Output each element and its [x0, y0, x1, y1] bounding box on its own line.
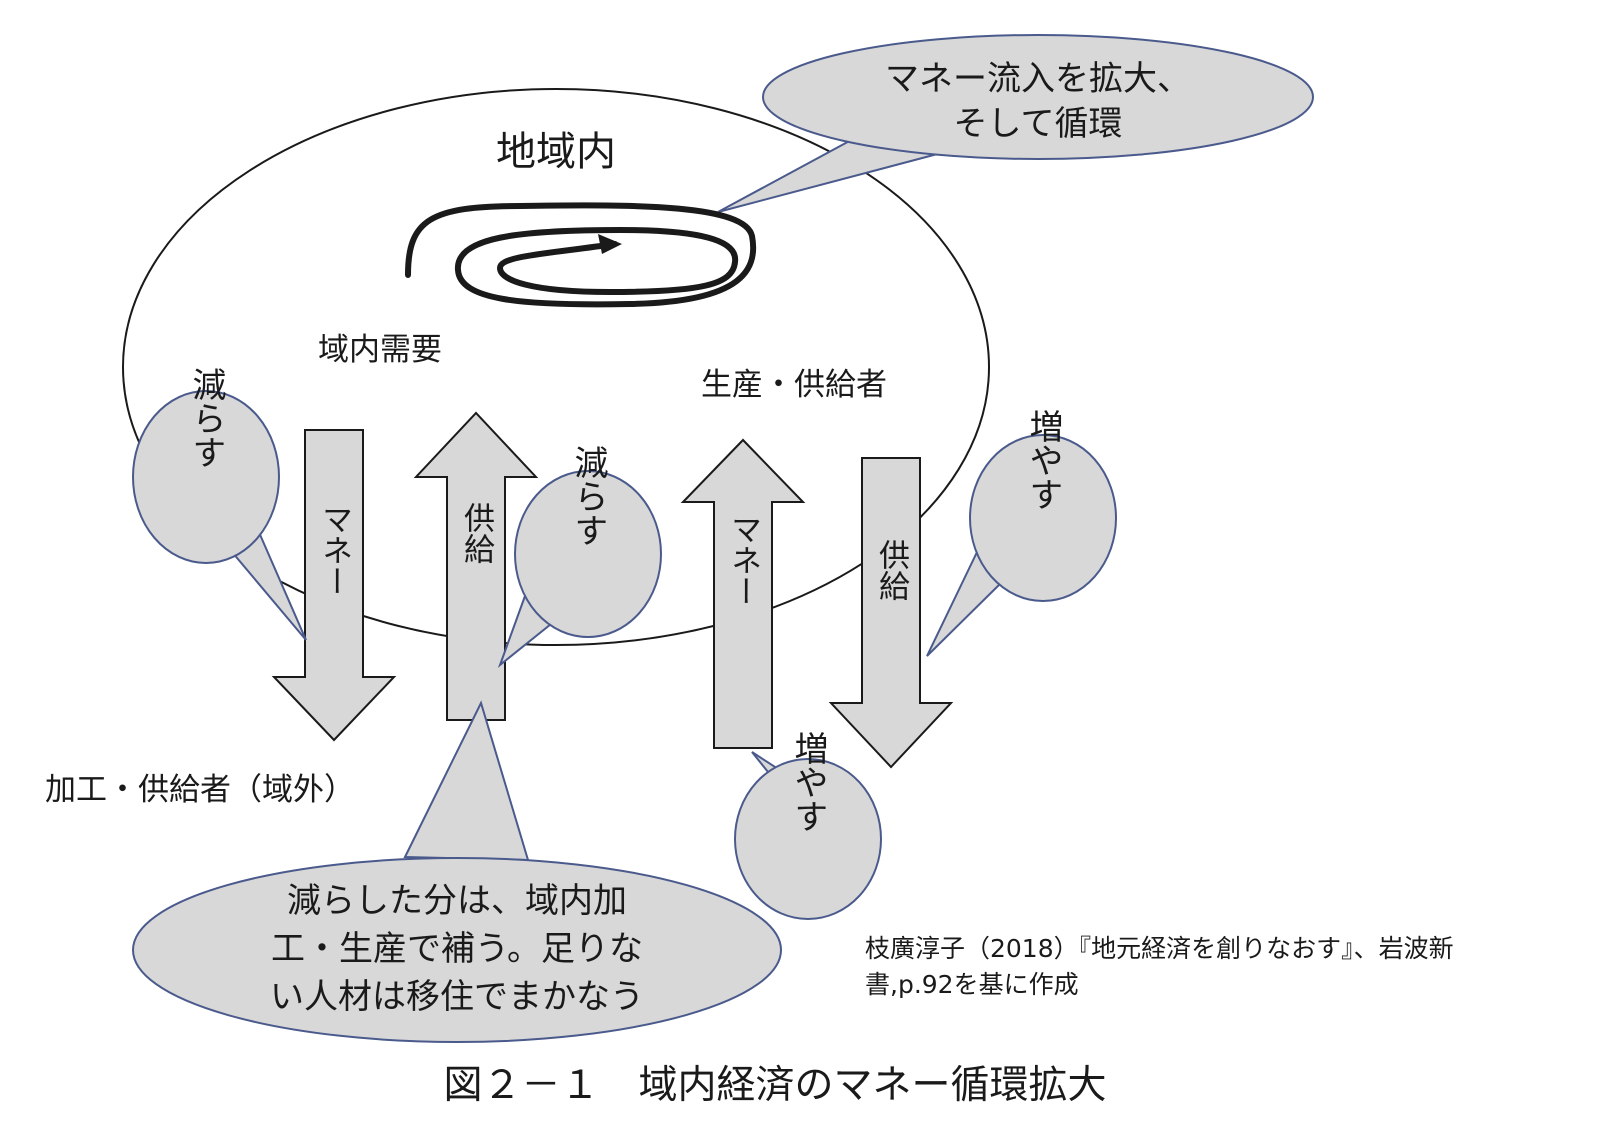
bubble-top: [762, 34, 1314, 160]
arrow-supply-out: [828, 457, 954, 769]
source-note-line-2: 書,p.92を基に作成: [865, 970, 1079, 999]
bubble-bottom-line-1: 減らした分は、域内加: [287, 881, 627, 921]
arrow-supply-in: [413, 411, 539, 721]
figure-caption: 図２－１ 域内経済のマネー循環拡大: [443, 1063, 1106, 1108]
demand-label: 域内需要: [318, 332, 442, 368]
source-note-line-1: 枝廣淳子（2018）『地元経済を創りなおす』、岩波新: [865, 934, 1454, 963]
bubble-bottom-line-3: い人材は移住でまかなう: [270, 977, 644, 1017]
bubble-bottom: [132, 857, 782, 1043]
arrow-supply-in-label: 供給: [458, 502, 495, 564]
bubble-increase-1-text: 増やす: [1023, 409, 1063, 511]
bubble-increase-1: [969, 434, 1117, 602]
region-ellipse: [122, 88, 990, 646]
bubble-bottom-line-2: 工・生産で補う。足りな: [271, 929, 643, 969]
arrow-money-out-label: マネー: [316, 504, 352, 597]
bubble-increase-2: [734, 758, 882, 920]
circulation-arrowhead: [598, 234, 622, 254]
arrow-supply-out-label: 供給: [873, 539, 910, 601]
bubble-reduce-2-text: 減らす: [568, 445, 608, 547]
outside-label: 加工・供給者（域外）: [45, 772, 355, 808]
arrow-money-in: [680, 438, 806, 749]
bubble-reduce-2: [514, 470, 662, 638]
bubble-reduce-1: [132, 390, 280, 564]
bubble-reduce-1-text: 減らす: [186, 367, 226, 469]
bubble-top-line-2: そして循環: [954, 104, 1123, 144]
region-label: 地域内: [496, 129, 616, 175]
producer-label: 生産・供給者: [701, 367, 887, 403]
arrow-money-out: [271, 429, 397, 742]
arrow-money-in-label: マネー: [725, 514, 761, 607]
bubble-bottom-tail: [403, 700, 530, 862]
bubble-top-line-1: マネー流入を拡大、: [885, 59, 1191, 99]
bubble-increase-2-text: 増やす: [788, 731, 828, 833]
circulation-spiral: [405, 202, 757, 308]
